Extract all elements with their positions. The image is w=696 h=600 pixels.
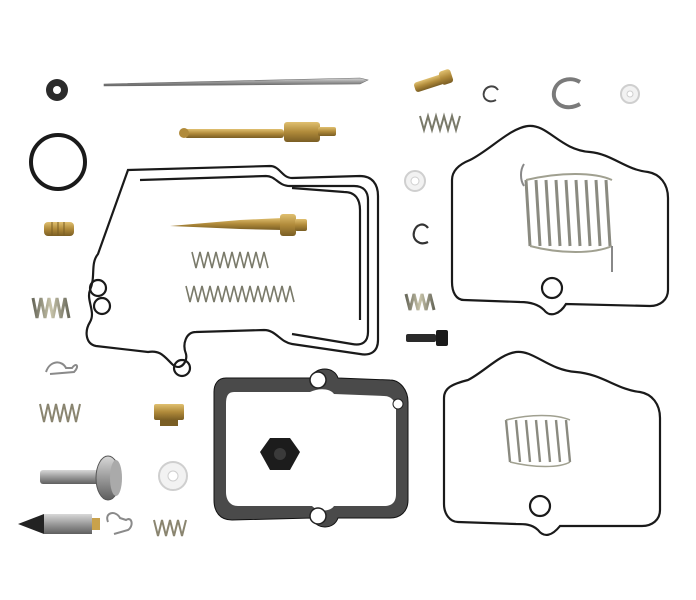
spring-icon (185, 285, 295, 303)
hex-nut-icon (260, 438, 300, 470)
float-bowl-gasket-icon (213, 368, 409, 528)
spring-icon (191, 251, 269, 269)
needle-jet-icon (170, 214, 307, 236)
main-jet-icon (154, 404, 184, 426)
cover-gasket-icon (85, 164, 380, 378)
spring-icon (153, 519, 187, 537)
e-clip-icon (106, 512, 133, 535)
o-ring-icon (29, 133, 87, 191)
washer-icon (620, 84, 640, 104)
idle-adjust-screw-icon (406, 330, 448, 346)
main-jet-icon (44, 222, 74, 236)
washer-icon (404, 170, 426, 192)
spring-icon (419, 112, 461, 134)
float-bowl-gasket-icon (442, 350, 662, 536)
spring-icon (31, 297, 71, 319)
spring-icon (520, 163, 613, 272)
e-clip-icon (45, 361, 79, 375)
pilot-screw-icon (179, 122, 336, 142)
washer-icon (158, 461, 188, 491)
e-clip-icon (482, 85, 499, 103)
idle-adjust-screw-icon (40, 455, 122, 501)
spring-icon (404, 293, 436, 311)
spring-icon (504, 414, 572, 468)
float-bowl-gasket-icon (450, 124, 670, 316)
jet-needle-icon (103, 77, 369, 87)
pilot-screw-icon (414, 69, 454, 92)
e-clip-icon (551, 77, 582, 110)
washer-icon (46, 79, 68, 101)
e-clip-icon (412, 223, 429, 245)
float-valve-needle-icon (18, 514, 100, 534)
spring-icon (39, 403, 81, 423)
